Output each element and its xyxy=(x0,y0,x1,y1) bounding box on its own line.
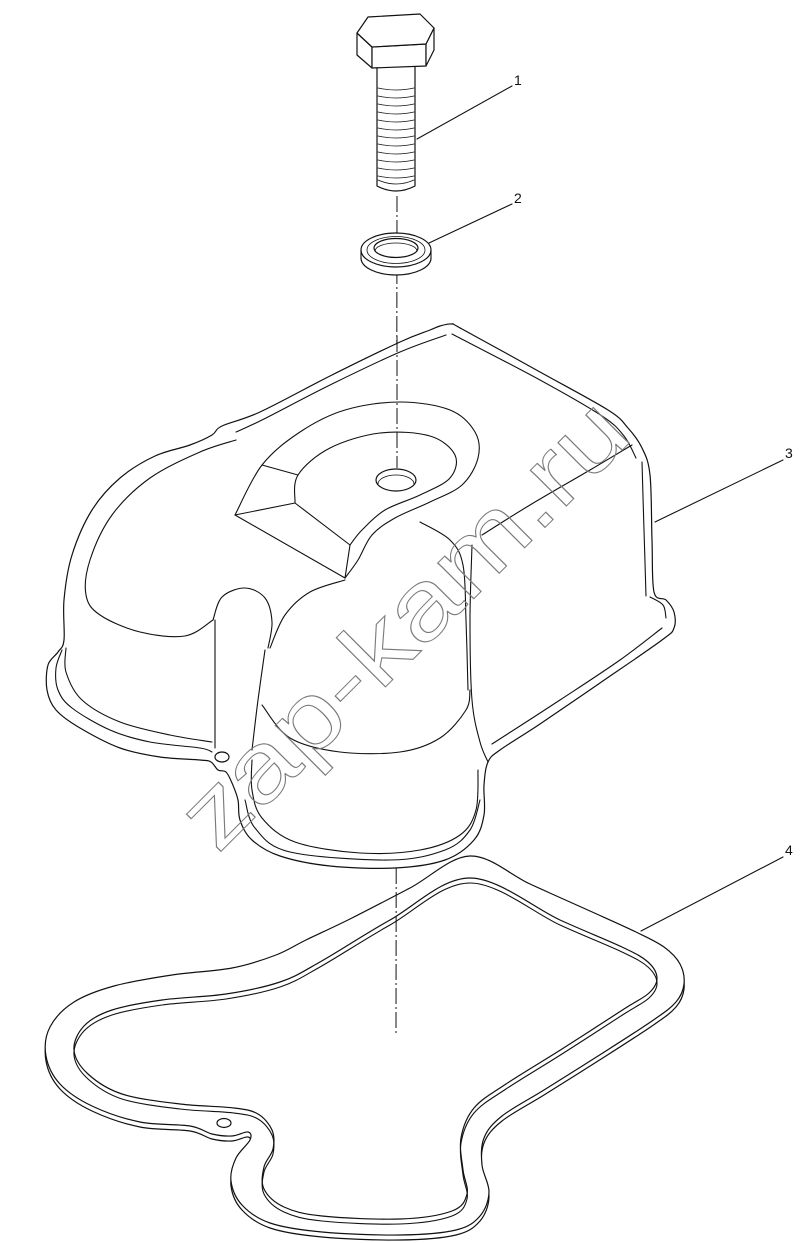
cover-box-left-edge xyxy=(469,544,489,763)
bolt-thread-line xyxy=(377,119,415,123)
callout-3-label: 3 xyxy=(785,445,793,461)
washer-chamfer-ring xyxy=(366,236,426,264)
cover-front-flange-line-inner xyxy=(250,759,479,855)
bolt-thread-line xyxy=(377,111,415,115)
cover-neck-right-edge xyxy=(251,649,266,751)
callout-1: 1 xyxy=(416,72,522,140)
callout-2-label: 2 xyxy=(514,190,522,206)
callout-3-leader xyxy=(654,459,784,523)
callout-2-leader xyxy=(428,203,513,244)
cover-pocket-lower-edge xyxy=(234,514,346,579)
gasket xyxy=(44,855,685,1241)
bolt-thread-line xyxy=(377,151,415,155)
callout-4-leader xyxy=(640,856,784,932)
washer-hole xyxy=(373,237,419,259)
cover-flange-notch-hole xyxy=(214,751,230,763)
cover-left-lobe-rim xyxy=(84,439,237,638)
callout-2: 2 xyxy=(428,190,522,244)
cover-right-flange-corner xyxy=(649,596,667,619)
cover-box-front-top-edge xyxy=(481,444,633,536)
washer-hole-wall xyxy=(374,242,418,252)
cover-pocket-chamfer-diagonal xyxy=(294,502,351,546)
bolt-head-front-face xyxy=(371,43,427,69)
bolt-thread-line xyxy=(377,135,415,139)
callout-4: 4 xyxy=(640,842,793,932)
cover-silhouette xyxy=(45,323,676,869)
bolt-thread-line xyxy=(377,167,415,171)
cover-front-lobe-right-edge xyxy=(419,521,469,691)
bolt-head-top-face xyxy=(356,13,435,48)
callout-4-label: 4 xyxy=(785,842,793,858)
gasket-notch-hole xyxy=(216,1117,232,1129)
cover-bolt-hole xyxy=(375,468,417,492)
bolt-tip-chamfer xyxy=(377,179,415,185)
callout-1-label: 1 xyxy=(514,72,522,88)
cover-front-lobe-top-edge xyxy=(269,579,346,649)
callout-1-leader xyxy=(416,85,513,140)
cover-pocket-chamfer-top xyxy=(261,464,299,476)
cover-bolt-hole-wall xyxy=(377,474,415,485)
cover-pocket-outer-edge xyxy=(234,401,480,579)
cover-left-flange-line-inner xyxy=(64,647,213,743)
cover-pocket-floor xyxy=(293,431,457,546)
cover-top-left-edge xyxy=(235,334,447,433)
bolt-thread-line xyxy=(377,87,415,91)
gasket-inner-edge-lower xyxy=(73,882,658,1225)
bolt xyxy=(356,13,435,192)
bolt-thread-line xyxy=(377,127,415,131)
cover-right-face-edge xyxy=(641,461,647,597)
bolt-thread-line xyxy=(377,175,415,179)
cover-left-flange-line-outer xyxy=(55,649,213,753)
gasket-body xyxy=(44,855,685,1236)
bolt-thread-line xyxy=(377,95,415,99)
cover-top-back-edge xyxy=(451,333,637,459)
cover-right-flange-line xyxy=(491,627,663,745)
bolt-thread-line xyxy=(377,103,415,107)
washer xyxy=(360,232,432,276)
bolt-shank xyxy=(376,61,416,192)
cover-front-flange-line-outer xyxy=(244,799,481,861)
cover-front-lobe-rim xyxy=(261,689,471,755)
valve-cover xyxy=(45,323,676,869)
callout-3: 3 xyxy=(654,445,793,523)
bolt-thread-line xyxy=(377,159,415,163)
cover-pocket-chamfer-left xyxy=(234,502,296,516)
cover-pocket-chamfer-bottom xyxy=(344,544,351,579)
cover-neck-curve xyxy=(212,587,273,649)
bolt-thread-line xyxy=(377,143,415,147)
